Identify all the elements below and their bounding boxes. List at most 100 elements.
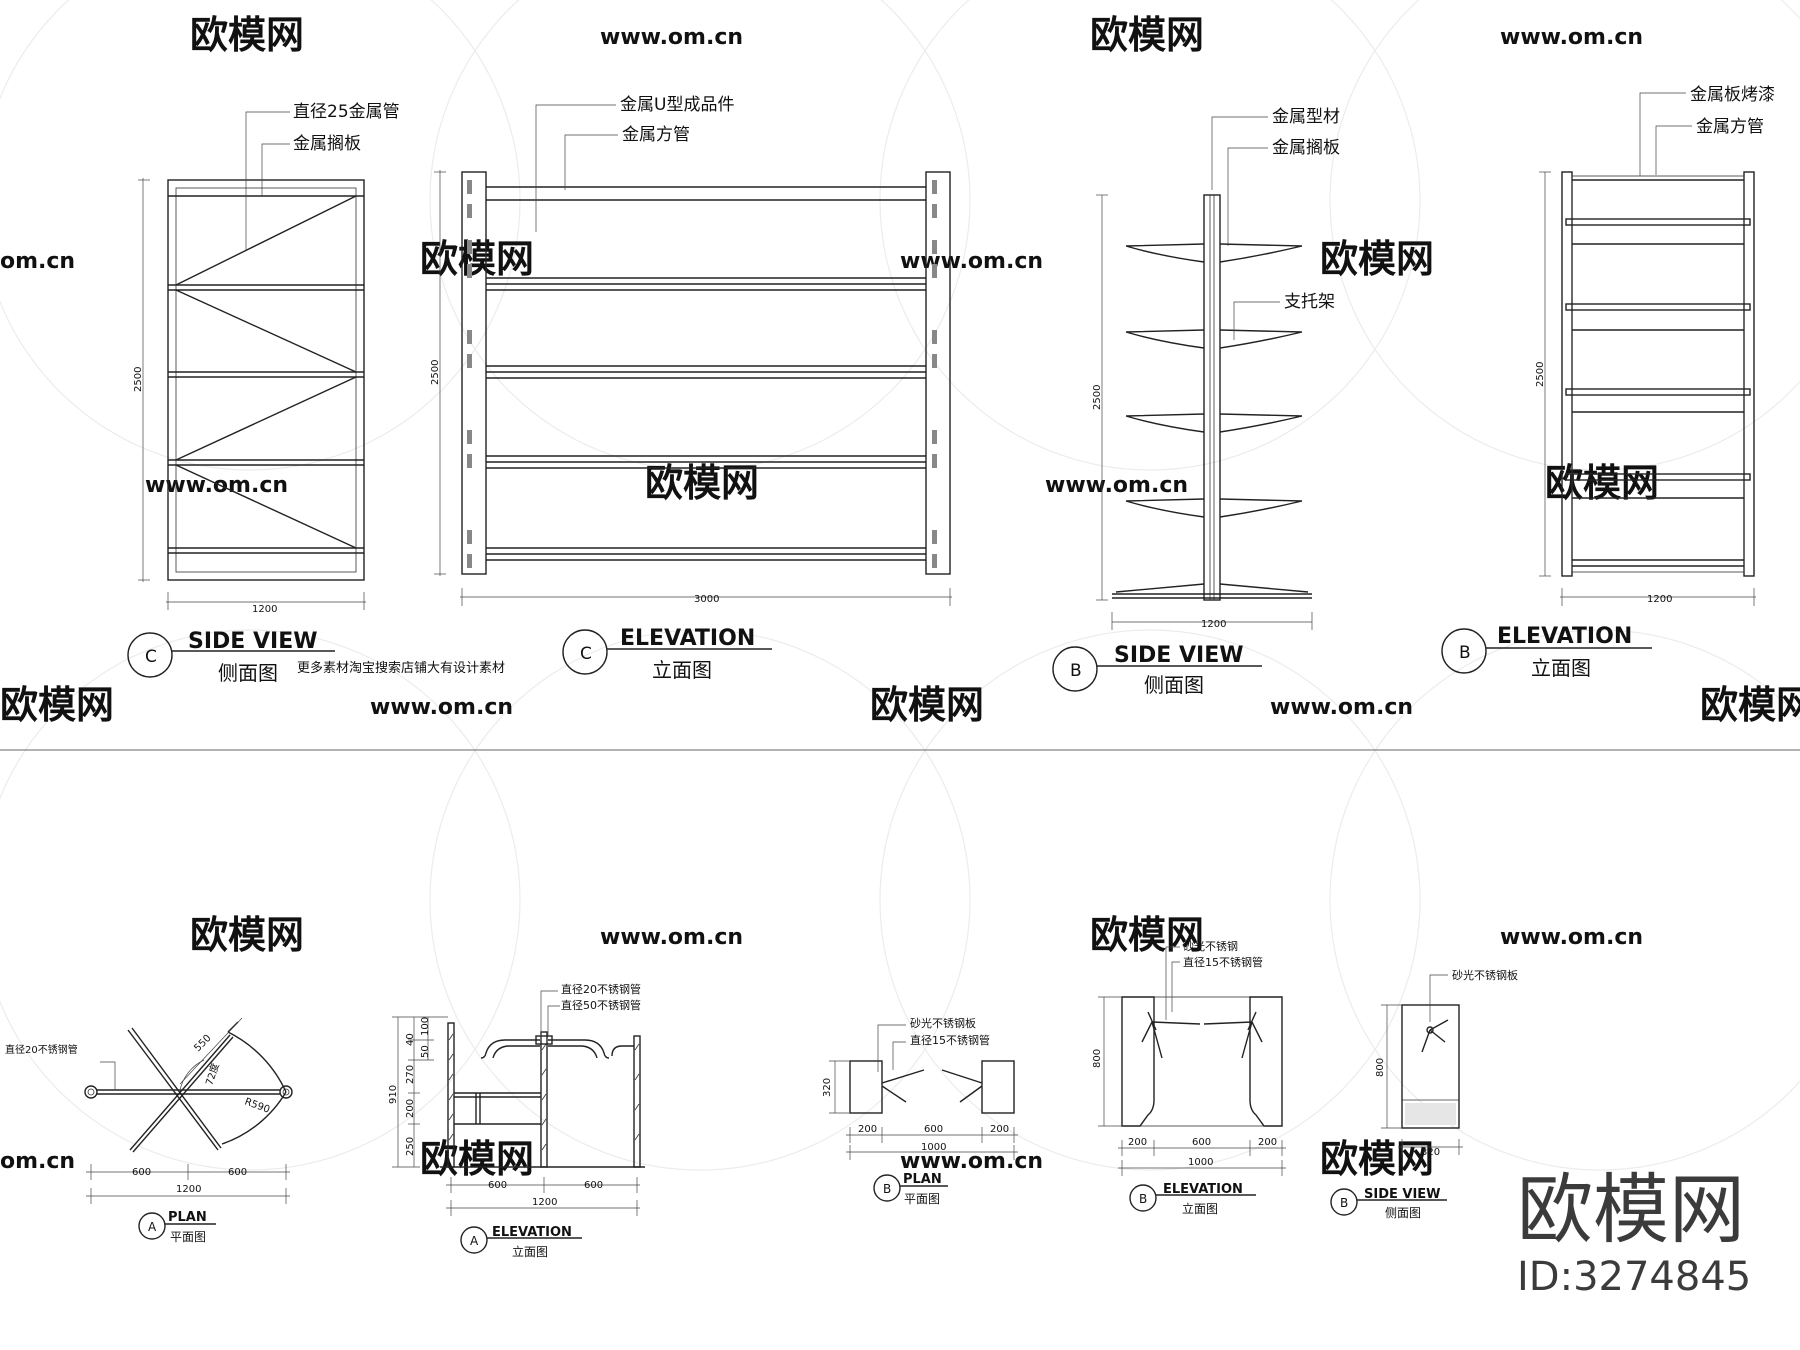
label-pipe-50: 直径50不锈钢管 [561, 998, 641, 1012]
view-letter: B [1459, 643, 1471, 663]
watermark-logo: 欧模网 [870, 683, 984, 727]
view-letter: A [148, 1220, 157, 1234]
label-sanded-steel: 砂光不锈钢 [1183, 939, 1238, 953]
dim-800: 800 [1375, 1058, 1386, 1077]
dim-600: 600 [1192, 1137, 1211, 1148]
dim-200-right: 200 [1258, 1137, 1277, 1148]
view-letter: A [470, 1234, 479, 1248]
dim-width: 1200 [1647, 594, 1672, 605]
view-subtitle: 侧面图 [1144, 673, 1204, 697]
view-title: ELEVATION [1163, 1182, 1243, 1197]
watermark-logo: 欧模网 [1320, 237, 1434, 281]
label-u-part: 金属U型成品件 [620, 95, 734, 115]
watermark-logo-fragment: 欧模网 [0, 683, 114, 727]
brand-name: 欧模网 [1517, 1165, 1745, 1254]
dim-left: 600 [488, 1180, 507, 1191]
watermark-url: www.om.cn [1500, 25, 1643, 50]
label-pipe: 直径25金属管 [293, 102, 400, 122]
view-subtitle: 立面图 [652, 658, 712, 682]
brand-block: 欧模网 ID:3274845 [1517, 1165, 1751, 1300]
watermark-url: www.om.cn [600, 925, 743, 950]
label-plate: 砂光不锈钢板 [910, 1016, 976, 1030]
dim-height: 2500 [1092, 385, 1103, 410]
c-side-view: 2500 1200 直径25金属管 金属搁板 C SIDE VIEW 侧面图 更… [127, 102, 505, 685]
view-title: PLAN [168, 1210, 207, 1225]
dim-radius: R590 [243, 1096, 271, 1115]
dim-200-left: 200 [1128, 1137, 1147, 1148]
dim-width: 3000 [694, 594, 719, 605]
view-title: PLAN [903, 1172, 942, 1187]
label-pipe-20: 直径20不锈钢管 [561, 982, 641, 996]
a-plan: 直径20不锈钢管 550 72度 R590 600 600 1200 A PLA… [5, 1017, 293, 1244]
dim-height: 2500 [1535, 362, 1546, 387]
b-side-view: 2500 1200 金属型材 金属搁板 支托架 B SIDE VIEW 侧面图 [1052, 107, 1340, 697]
label-shelf: 金属搁板 [293, 134, 361, 154]
dim-height: 2500 [133, 367, 144, 392]
c-elevation: 2500 3000 金属U型成品件 金属方管 C ELEVATION 立面图 [430, 95, 952, 682]
watermark-url: www.om.cn [1500, 925, 1643, 950]
watermark-url: www.om.cn [370, 695, 513, 720]
view-subtitle: 平面图 [170, 1230, 206, 1244]
watermark-logo: 欧模网 [1090, 13, 1204, 57]
dim-arm: 550 [192, 1033, 213, 1054]
watermark-url-fragment: om.cn [0, 1149, 75, 1174]
label-square-tube: 金属方管 [1696, 117, 1764, 137]
view-title: SIDE VIEW [188, 629, 318, 654]
view-title: ELEVATION [492, 1225, 572, 1240]
b-elevation-small: 800 200 600 200 1000 砂光不锈钢 直径15不锈钢管 B EL… [1092, 939, 1286, 1216]
dim-total: 1200 [532, 1197, 557, 1208]
view-subtitle: 立面图 [512, 1244, 548, 1259]
watermark-url: www.om.cn [1045, 473, 1188, 498]
dim-left: 600 [132, 1167, 151, 1178]
watermark-url: www.om.cn [600, 25, 743, 50]
label-shelf: 金属搁板 [1272, 138, 1340, 158]
dim-100: 100 [420, 1017, 431, 1036]
dim-50: 50 [420, 1045, 431, 1058]
view-title: ELEVATION [1497, 624, 1632, 649]
view-letter: C [580, 644, 592, 664]
view-title: SIDE VIEW [1114, 643, 1244, 668]
dim-800: 800 [1092, 1049, 1103, 1068]
dim-total: 1200 [176, 1184, 201, 1195]
view-title: SIDE VIEW [1364, 1187, 1441, 1202]
watermark-url: www.om.cn [900, 1149, 1043, 1174]
dim-270: 270 [405, 1065, 416, 1084]
label-bracket: 支托架 [1284, 292, 1335, 312]
view-subtitle: 立面图 [1531, 656, 1591, 680]
dim-width: 1200 [1201, 619, 1226, 630]
label-square-tube: 金属方管 [622, 125, 690, 145]
dim-600: 600 [924, 1124, 943, 1135]
view-letter: B [883, 1182, 891, 1196]
label-paint-panel: 金属板烤漆 [1690, 85, 1775, 105]
label-plate: 砂光不锈钢板 [1452, 968, 1518, 982]
dim-right: 600 [228, 1167, 247, 1178]
label-pipe: 直径15不锈钢管 [1183, 955, 1263, 969]
b-elevation: 2500 1200 金属板烤漆 金属方管 B ELEVATION 立面图 [1441, 85, 1775, 680]
dim-angle: 72度 [202, 1061, 221, 1087]
view-letter: C [145, 647, 157, 667]
dim-1000: 1000 [921, 1142, 946, 1153]
label-pipe: 直径20不锈钢管 [5, 1043, 78, 1056]
watermark-logo: 欧模网 [1320, 1137, 1434, 1181]
watermark-url: www.om.cn [145, 473, 288, 498]
watermark-url-fragment: om.cn [0, 249, 75, 274]
dim-200: 200 [405, 1099, 416, 1118]
dim-200-left: 200 [858, 1124, 877, 1135]
brand-id: ID:3274845 [1517, 1254, 1751, 1300]
b-side-view-small: 800 320 砂光不锈钢板 B SIDE VIEW 侧面图 [1330, 968, 1518, 1220]
dim-250: 250 [405, 1137, 416, 1156]
watermark-logo: 欧模网 [190, 13, 304, 57]
dim-320: 320 [1421, 1147, 1440, 1158]
view-letter: B [1139, 1192, 1147, 1206]
view-subtitle: 侧面图 [1385, 1206, 1421, 1220]
view-letter: B [1340, 1196, 1348, 1210]
source-note: 更多素材淘宝搜索店铺大有设计素材 [297, 660, 505, 676]
label-pipe: 直径15不锈钢管 [910, 1033, 990, 1047]
b-plan-small: 320 200 600 200 1000 砂光不锈钢板 直径15不锈钢管 B P… [822, 1016, 1018, 1206]
watermark-logo: 欧模网 [1090, 913, 1204, 957]
watermark-logo-fragment: 欧模网 [1700, 683, 1800, 727]
view-subtitle: 立面图 [1182, 1201, 1218, 1216]
dim-1000: 1000 [1188, 1157, 1213, 1168]
watermark-url: www.om.cn [1270, 695, 1413, 720]
